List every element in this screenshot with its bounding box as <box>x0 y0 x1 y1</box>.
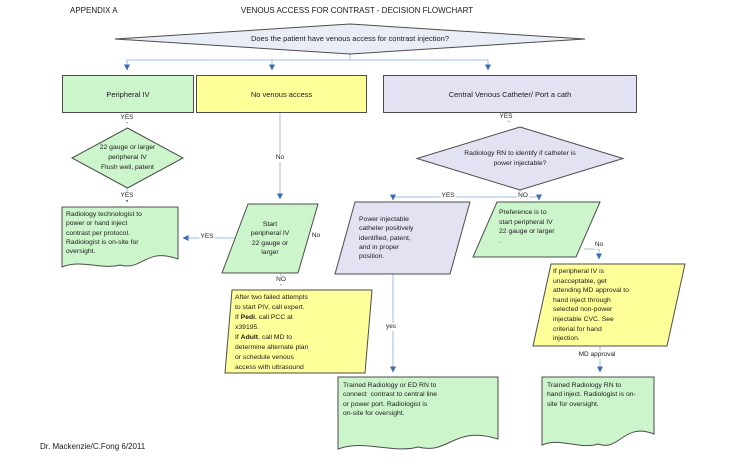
failed-attempts-bold-adult: Adult <box>240 334 259 341</box>
failed-attempts-text-mid: , call PCC at x39195. If <box>235 314 293 341</box>
output-rn-hand-inject-text: Trained Radiology RN to hand inject. Rad… <box>547 382 636 408</box>
decision-root-text: Does the patient have venous access for … <box>250 34 450 44</box>
edge-label-no-venous: No <box>274 154 286 162</box>
output-rn-hand-inject: Trained Radiology RN to hand inject. Rad… <box>541 376 655 450</box>
process-failed-attempts: After two failed attempts to start PIV, … <box>224 289 373 374</box>
edge-label-md-approval: MD approval <box>577 351 617 359</box>
option-cvc: Central Venous Catheter/ Port a cath <box>383 75 637 113</box>
option-peripheral-iv-label: Peripheral IV <box>106 89 150 99</box>
output-ed-rn-connect: Trained Radiology or ED RN to connect co… <box>337 376 499 455</box>
process-start-piv: Start peripheral IV 22 gauge or larger <box>221 203 319 274</box>
author-credit: Dr. Mackenzie/C.Fong 6/2011 <box>40 442 146 451</box>
process-failed-attempts-text: After two failed attempts to start PIV, … <box>235 293 308 373</box>
output-tech-inject: Radiology technologist to power or hand … <box>61 206 179 273</box>
process-power-injectable-check-text: Power injectable catheter positively ide… <box>359 216 414 261</box>
edge-label-yes-tech: YES <box>119 192 135 200</box>
decision-gauge-check-text: 22 gauge or larger peripheral IV Flush w… <box>99 144 156 171</box>
process-preference-piv-text: Preference is to start peripheral IV 22 … <box>499 209 555 245</box>
option-no-venous-access-label: No venous access <box>250 89 313 99</box>
failed-attempts-bold-pedi: Pedi <box>240 314 256 321</box>
output-tech-inject-text: Radiology technologist to power or hand … <box>66 211 142 256</box>
decision-rn-power-injectable-text: Radiology RN to identify if catheter is … <box>464 149 576 167</box>
failed-attempts-text-post: , call MD to determine alternate plan or… <box>235 334 309 371</box>
output-ed-rn-connect-text: Trained Radiology or ED RN to connect co… <box>343 382 438 417</box>
option-cvc-label: Central Venous Catheter/ Port a cath <box>448 89 572 99</box>
option-no-venous-access: No venous access <box>196 75 367 113</box>
process-power-injectable-check: Power injectable catheter positively ide… <box>334 201 471 275</box>
option-peripheral-iv: Peripheral IV <box>62 75 194 113</box>
edge-label-yes-injectable: YES <box>440 192 456 200</box>
edge-label-no-preference: No <box>593 241 605 249</box>
page-title: VENOUS ACCESS FOR CONTRAST - DECISION FL… <box>240 6 474 15</box>
process-preference-piv: Preference is to start peripheral IV 22 … <box>472 201 601 258</box>
edge-label-yes-gauge: YES <box>119 114 135 122</box>
edge-label-no-injectable: NO <box>517 192 529 200</box>
edge-label-yes-power-ok: yes <box>384 323 398 331</box>
appendix-label: APPENDIX A <box>70 6 118 15</box>
process-start-piv-text: Start peripheral IV 22 gauge or larger <box>250 220 290 257</box>
edge-label-yes-cvc: YES <box>498 113 514 121</box>
process-md-approval-inject-text: If peripheral IV is unacceptable, get at… <box>553 268 629 343</box>
edge-label-no-piv-failed: NO <box>275 276 287 284</box>
failed-attempts-text-pre: After two failed attempts to start PIV, … <box>235 294 308 321</box>
edge-label-no-power-check: No <box>310 232 322 240</box>
edge-label-yes-piv-success: YES <box>199 233 215 241</box>
process-md-approval-inject: If peripheral IV is unacceptable, get at… <box>532 263 686 347</box>
decision-rn-power-injectable: Radiology RN to identify if catheter is … <box>415 126 625 191</box>
decision-gauge-check: 22 gauge or larger peripheral IV Flush w… <box>70 127 185 189</box>
decision-root: Does the patient have venous access for … <box>114 23 586 55</box>
